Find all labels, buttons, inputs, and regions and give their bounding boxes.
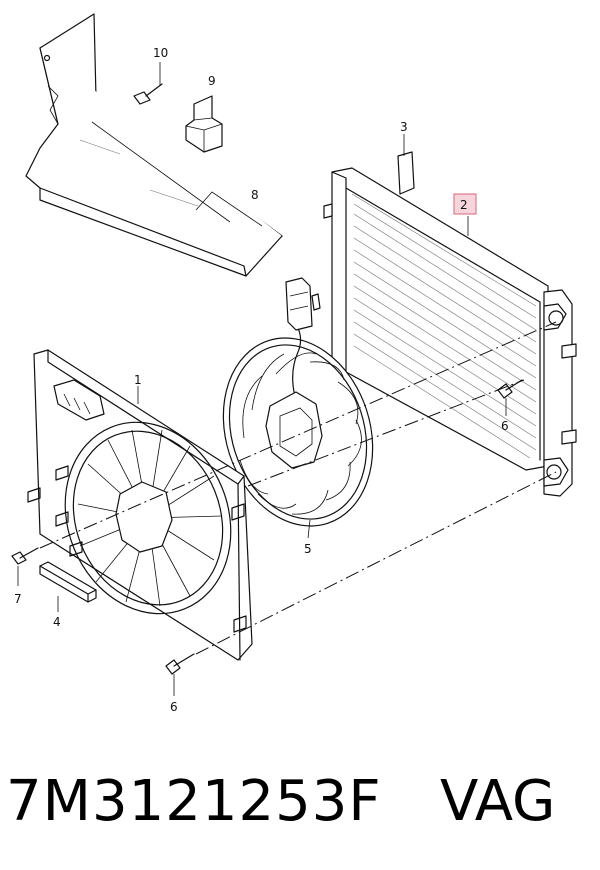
callout-4: 4 — [53, 615, 61, 629]
callout-labels: 10 9 8 3 2 1 6 5 7 4 6 — [14, 46, 509, 714]
callout-1: 1 — [134, 373, 142, 387]
screw-part-7 — [11, 547, 39, 586]
part-number: 7M3121253F — [6, 769, 382, 834]
callout-6-bottom: 6 — [170, 700, 178, 714]
footer: 7M3121253F VAG — [0, 762, 600, 842]
exploded-parts-diagram: 10 9 8 3 2 1 6 5 7 4 6 — [11, 13, 577, 714]
fan-shroud-part-1 — [27, 349, 253, 661]
clip-part-10 — [133, 62, 163, 105]
callout-10: 10 — [153, 46, 168, 60]
brand-name: VAG — [440, 769, 556, 834]
air-duct-part-8 — [25, 13, 283, 277]
radiator-part-2 — [323, 167, 577, 497]
callout-5: 5 — [304, 542, 312, 556]
callout-9: 9 — [208, 74, 216, 88]
callout-2: 2 — [460, 198, 468, 212]
callout-2-highlight — [453, 193, 477, 215]
callout-7: 7 — [14, 592, 22, 606]
bracket-part-9 — [185, 95, 223, 153]
callout-6-right: 6 — [501, 419, 509, 433]
strip-part-4 — [39, 561, 97, 612]
callout-3: 3 — [400, 120, 408, 134]
callout-8: 8 — [251, 188, 259, 202]
screw-part-6-bottom — [165, 653, 195, 696]
seal-strip-part-3 — [397, 134, 415, 195]
alignment-lines — [39, 321, 557, 655]
fan-part-5 — [222, 277, 374, 539]
